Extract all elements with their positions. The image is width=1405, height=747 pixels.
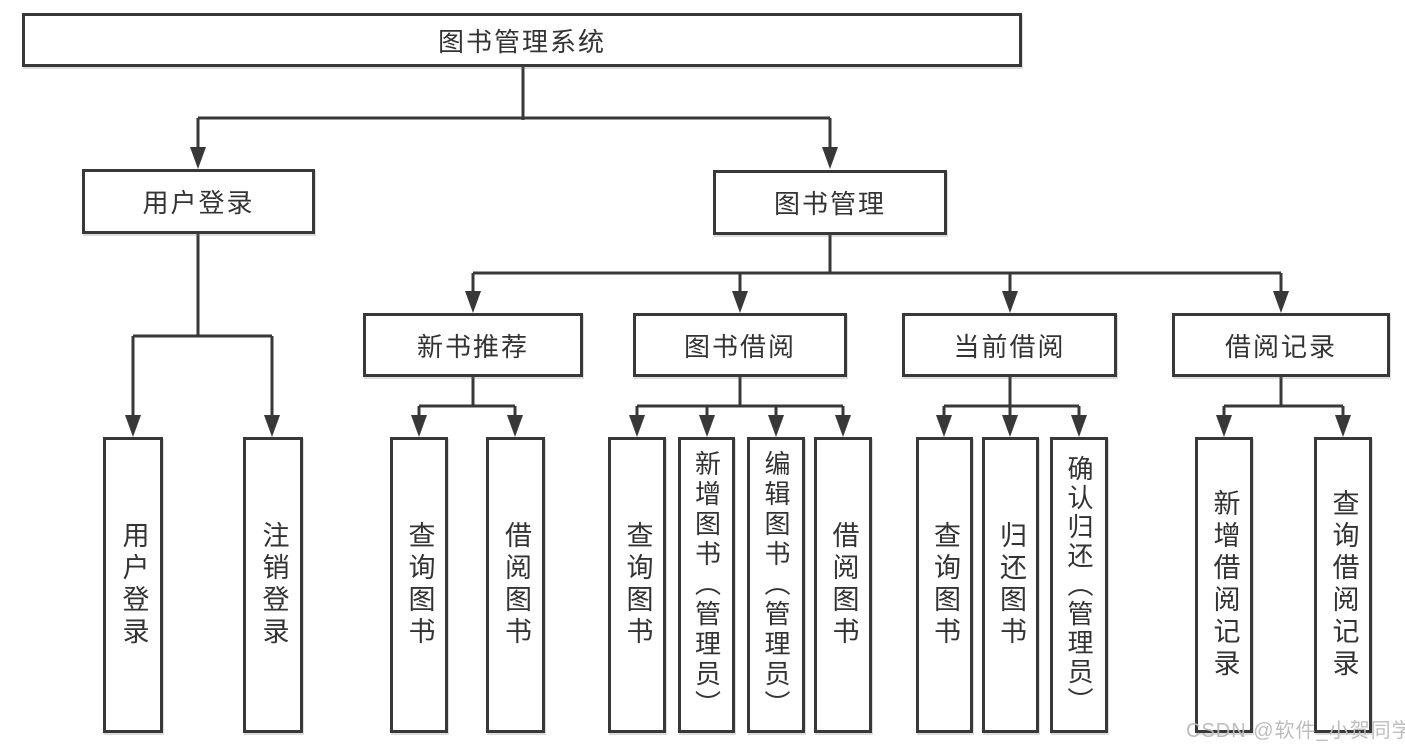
node-add-borrow-record: 新增借阅记录: [1195, 437, 1253, 733]
node-label: 借阅记录: [1224, 331, 1337, 362]
node-library-management-system: 图书管理系统: [22, 13, 1022, 67]
node-confirm-return-admin: 确认归还（管理员）: [1050, 437, 1108, 733]
node-borrow-books-borrowing: 借阅图书: [814, 437, 872, 733]
node-return-books: 归还图书: [982, 437, 1039, 733]
node-label: 借阅图书: [828, 521, 859, 649]
node-label: 用户登录: [142, 188, 255, 218]
node-label: 新书推荐: [416, 331, 529, 362]
node-query-borrow-record: 查询借阅记录: [1314, 437, 1372, 733]
node-label: 图书管理系统: [437, 26, 606, 57]
node-label: 用户登录: [118, 521, 149, 649]
node-current-borrowing: 当前借阅: [902, 313, 1117, 377]
node-query-books-current: 查询图书: [916, 437, 973, 733]
connector-book-borrowing-to-leaves: [629, 377, 851, 437]
node-logout-leaf: 注销登录: [243, 437, 303, 733]
connector-borrow-records-to-leaves: [1216, 377, 1351, 437]
node-user-login-leaf: 用户登录: [103, 437, 163, 733]
node-label: 新增图书（管理员）: [691, 450, 722, 720]
csdn-watermark: CSDN @软件_小贺同学: [1186, 720, 1405, 742]
connector-current-borrowing-to-leaves: [936, 377, 1087, 437]
node-query-books-recommend: 查询图书: [390, 437, 448, 733]
node-user-login: 用户登录: [82, 169, 315, 234]
node-label: 归还图书: [996, 521, 1026, 649]
node-label: 查询借阅记录: [1328, 489, 1359, 681]
connector-user-login-to-leaves: [125, 234, 280, 437]
connector-book-management-to-level2: [465, 235, 1289, 313]
node-label: 图书管理: [773, 189, 886, 219]
node-label: 查询图书: [404, 521, 435, 649]
node-edit-books-admin: 编辑图书（管理员）: [747, 437, 805, 733]
node-borrowing-records: 借阅记录: [1172, 313, 1390, 377]
node-new-book-recommendation: 新书推荐: [363, 313, 583, 377]
node-label: 编辑图书（管理员）: [761, 450, 791, 720]
node-label: 新增借阅记录: [1209, 489, 1240, 681]
node-book-borrowing: 图书借阅: [633, 313, 847, 377]
node-label: 当前借阅: [953, 331, 1066, 362]
node-label: 图书借阅: [683, 331, 796, 362]
connector-new-books-to-leaves: [411, 377, 523, 437]
node-label: 注销登录: [258, 521, 289, 649]
node-label: 查询图书: [622, 521, 653, 649]
node-add-books-admin: 新增图书（管理员）: [678, 437, 735, 733]
node-label: 借阅图书: [501, 521, 531, 649]
node-book-management: 图书管理: [713, 170, 947, 235]
connector-root-to-level1: [190, 67, 838, 169]
node-borrow-books-recommend: 借阅图书: [486, 437, 545, 733]
node-query-books-borrowing: 查询图书: [608, 437, 666, 733]
node-label: 确认归还（管理员）: [1064, 454, 1094, 716]
node-label: 查询图书: [930, 521, 960, 649]
